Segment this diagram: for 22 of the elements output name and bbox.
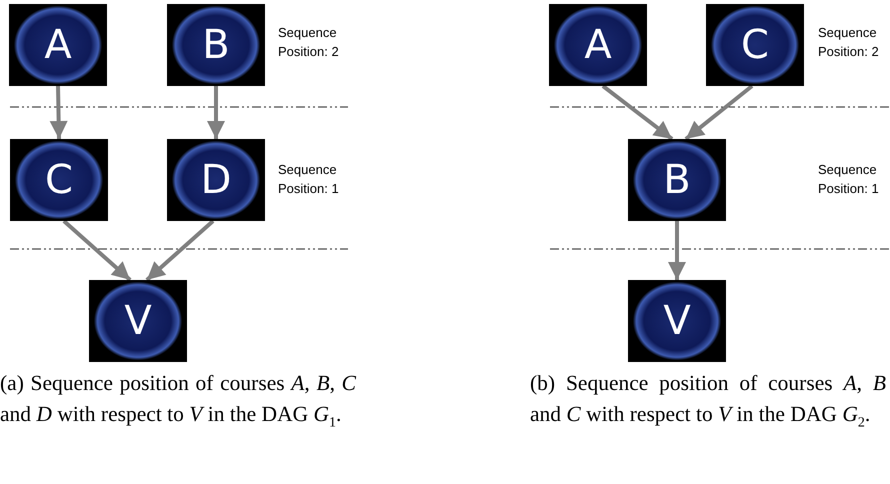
arrow	[684, 84, 754, 141]
arrow	[62, 220, 132, 282]
sequence-position-label: Sequence Position: 2	[278, 24, 340, 61]
subfigure-caption: (a) Sequence position of courses A, B, C and D with respect to V in the DAG G$_{1}$.	[0, 370, 356, 430]
course-node: B	[167, 4, 265, 86]
course-node: D	[167, 139, 265, 221]
arrow	[668, 221, 686, 280]
subfigure-caption: (b) Sequence position of courses A, B and C with respect to V in the DAG G$_{2}$.	[530, 370, 886, 430]
course-node: B	[628, 139, 726, 221]
arrow	[50, 86, 68, 140]
course-node: V	[628, 280, 726, 362]
course-node: C	[706, 4, 804, 86]
course-node: A	[549, 4, 647, 86]
arrow	[145, 220, 214, 282]
sequence-position-label: Sequence Position: 2	[818, 24, 880, 61]
arrow	[207, 86, 225, 139]
sequence-position-label: Sequence Position: 1	[278, 161, 340, 198]
course-node: C	[10, 139, 108, 221]
course-node: A	[9, 4, 107, 86]
arrow	[602, 84, 674, 141]
sequence-position-label: Sequence Position: 1	[818, 161, 880, 198]
course-node: V	[89, 280, 187, 362]
